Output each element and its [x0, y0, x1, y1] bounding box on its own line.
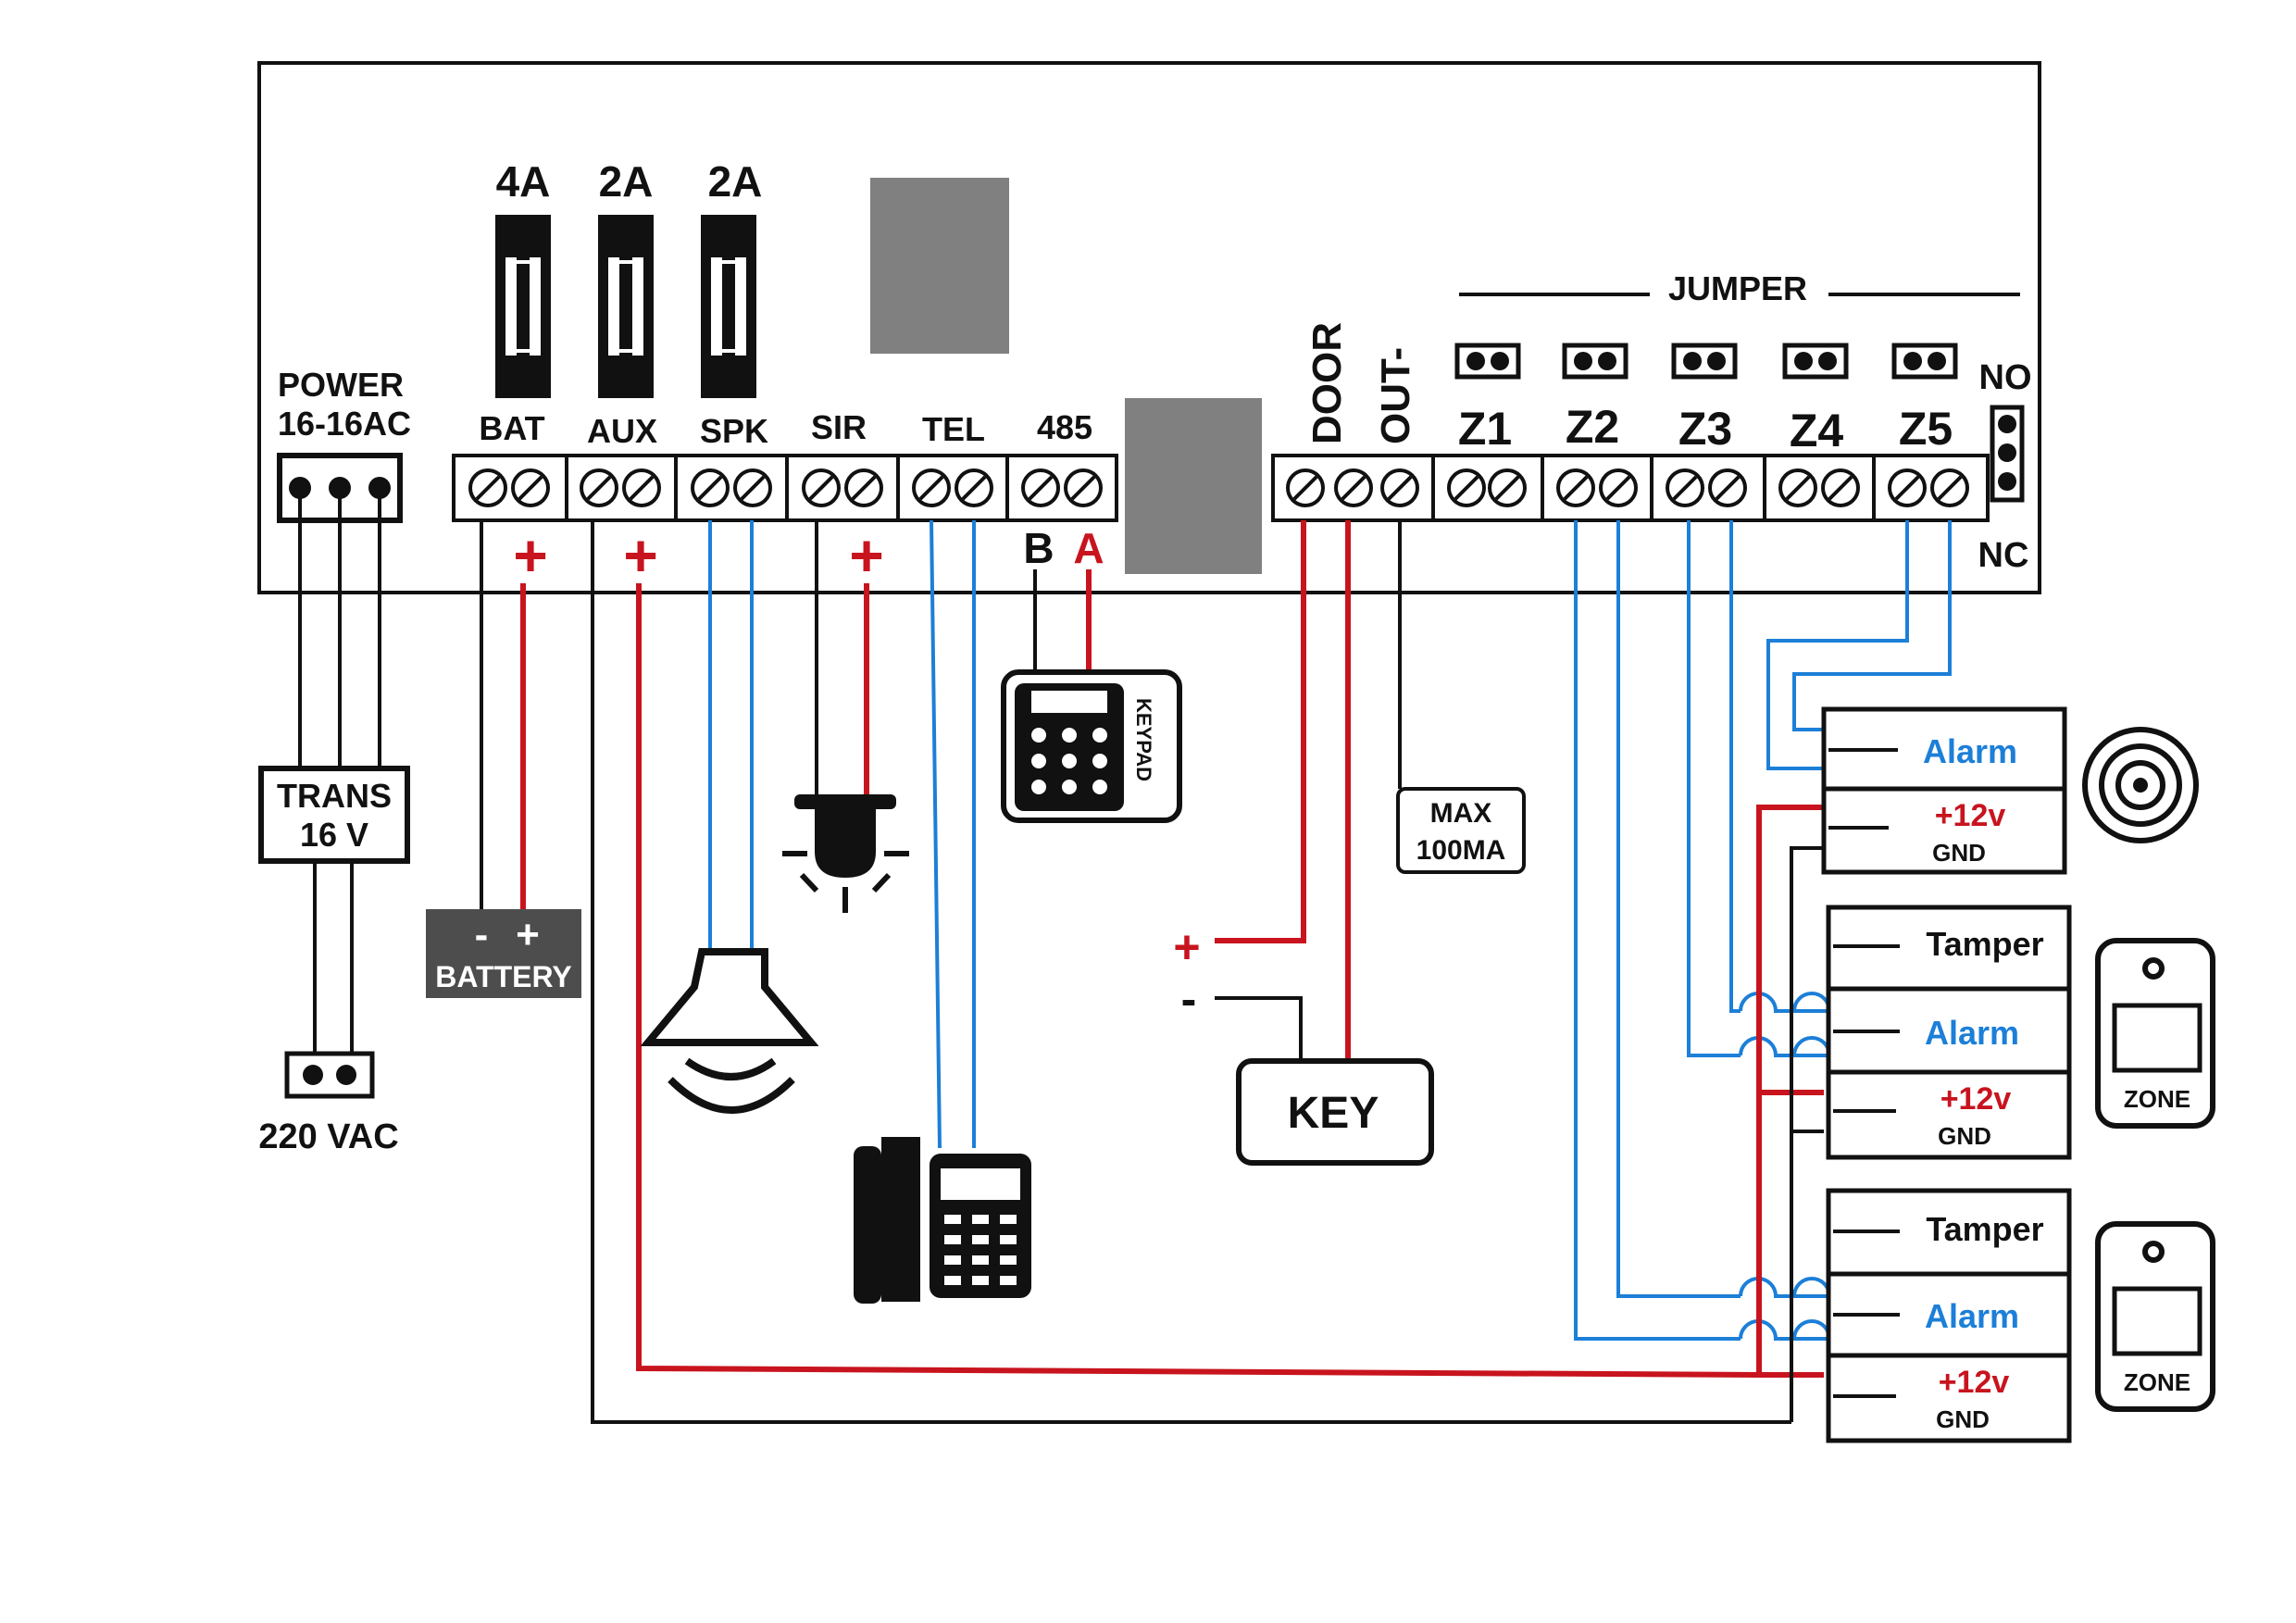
z2-crossover-2 [1739, 1319, 1828, 1341]
terminal-bat-label: BAT [479, 409, 544, 447]
zone-module-2-power: +12v [1939, 1365, 2010, 1400]
power-rating: 16-16AC [278, 405, 411, 443]
speaker-icon [640, 948, 819, 1114]
keypad-label: KEYPAD [1132, 698, 1155, 781]
key-negative-wire [1215, 996, 1303, 1061]
siren-icon [782, 794, 909, 913]
jumper-no-label: NO [1979, 358, 2032, 397]
z2-crossover-4 [1792, 1319, 1831, 1340]
transformer: TRANS 16 V [258, 766, 410, 864]
terminal-tel-label: TEL [922, 410, 985, 448]
terminal-spk-label: SPK [700, 412, 768, 450]
chip-block-1 [870, 178, 1009, 354]
gnd-bus [1790, 846, 1824, 1422]
aux-plus-marker: + [623, 522, 657, 589]
siren-module-alarm: Alarm [1923, 732, 2017, 770]
battery-label: BATTERY [435, 960, 572, 993]
fuse-2a-spk: 2A [701, 157, 762, 398]
zone-sensor-1: ZONE [2095, 938, 2215, 1129]
chip-block-2 [1125, 398, 1262, 574]
zone-module-1-power: +12v [1940, 1081, 2012, 1117]
zone-module-1: Tamper Alarm +12v GND [1826, 905, 2072, 1160]
zone-module-1-tamper: Tamper [1926, 925, 2043, 963]
z3-crossover-2 [1739, 1036, 1828, 1057]
plus12v-bus [1756, 805, 1824, 1375]
battery-plus: + [516, 912, 540, 957]
aux-negative-wire [591, 520, 1791, 1424]
fuse-4a-label: 4A [496, 157, 551, 206]
door-minus-marker: - [1181, 973, 1197, 1025]
terminal-out-label: OUT- [1373, 347, 1418, 444]
keypad-device: KEYPAD [1001, 669, 1182, 823]
zone-4-label: Z4 [1790, 405, 1844, 456]
zone-1-label: Z1 [1458, 403, 1512, 455]
battery-minus: - [475, 912, 489, 957]
out-limit-box: MAX 100MA [1396, 787, 1526, 874]
z2-alarm-wire-2 [1616, 520, 1741, 1298]
zone-3-label: Z3 [1678, 403, 1732, 455]
telephone-icon [854, 1137, 1031, 1304]
fuse-2a-spk-label: 2A [708, 157, 763, 206]
zone-jumpers [1454, 343, 1958, 380]
rs485-a-marker: A [1073, 524, 1104, 572]
z3-alarm-wire-2 [1729, 520, 1741, 1013]
zone-2-label: Z2 [1566, 401, 1619, 453]
out-limit-line1: MAX [1430, 798, 1492, 829]
key-switch: KEY [1236, 1058, 1434, 1166]
terminal-strip-left [452, 454, 1118, 522]
battery: - + BATTERY [426, 909, 581, 998]
zone-sensor-2: ZONE [2095, 1221, 2215, 1412]
terminal-strip-right [1271, 454, 1990, 522]
z3-alarm-wire-1 [1687, 520, 1741, 1057]
transformer-line1: TRANS [277, 777, 392, 815]
mains-label: 220 VAC [258, 1117, 398, 1156]
tel-wire-1 [930, 519, 942, 1149]
fuse-4a: 4A [495, 157, 551, 398]
door-plus-marker: + [1173, 921, 1200, 973]
z3-crossover-4 [1792, 1036, 1831, 1056]
z3-crossover-1 [1739, 992, 1828, 1013]
z2-crossover-3 [1792, 1277, 1831, 1297]
z5-alarm-wire-1 [1766, 520, 1909, 770]
sir-plus-marker: + [849, 522, 883, 589]
rs485-b-marker: B [1023, 524, 1054, 572]
z2-crossover-1 [1739, 1277, 1828, 1298]
terminal-485-label: 485 [1037, 408, 1092, 446]
zone-sensor-1-label: ZONE [2124, 1085, 2190, 1113]
key-label: KEY [1288, 1089, 1379, 1138]
fuse-2a-aux: 2A [598, 157, 654, 398]
siren-module: Alarm +12v GND [1821, 706, 2067, 875]
zone-module-2-tamper: Tamper [1926, 1210, 2043, 1248]
mains-plug [284, 1051, 375, 1099]
jumper-label: JUMPER [1668, 269, 1807, 307]
siren-module-gnd: GND [1932, 839, 1986, 867]
zone-module-2-gnd: GND [1936, 1405, 1990, 1433]
door-wire [1215, 520, 1306, 943]
zone-module-1-gnd: GND [1938, 1122, 1991, 1150]
out-limit-line2: 100MA [1416, 835, 1506, 866]
zone-module-2: Tamper Alarm +12v GND [1826, 1188, 2072, 1443]
buzzer-icon [2082, 727, 2199, 843]
power-title: POWER [278, 366, 404, 404]
aux-positive-wire [636, 583, 1760, 1378]
terminal-door-label: DOOR [1304, 322, 1350, 444]
z3-crossover-3 [1792, 992, 1831, 1012]
terminal-sir-label: SIR [811, 408, 867, 446]
fuse-2a-aux-label: 2A [599, 157, 654, 206]
terminal-aux-label: AUX [587, 412, 657, 450]
jumper-nc-label: NC [1978, 536, 2029, 575]
zone-module-2-alarm: Alarm [1925, 1297, 2019, 1335]
bat-plus-marker: + [513, 522, 547, 589]
siren-module-power: +12v [1935, 798, 2006, 833]
transformer-line2: 16 V [300, 816, 368, 854]
zone-5-label: Z5 [1899, 403, 1953, 455]
z2-alarm-wire-1 [1574, 520, 1741, 1341]
no-nc-jumper [1990, 405, 2025, 503]
power-wires [298, 488, 381, 1054]
zone-sensor-2-label: ZONE [2124, 1368, 2190, 1396]
z5-alarm-wire-2 [1792, 520, 1952, 731]
zone-module-1-alarm: Alarm [1925, 1014, 2019, 1052]
